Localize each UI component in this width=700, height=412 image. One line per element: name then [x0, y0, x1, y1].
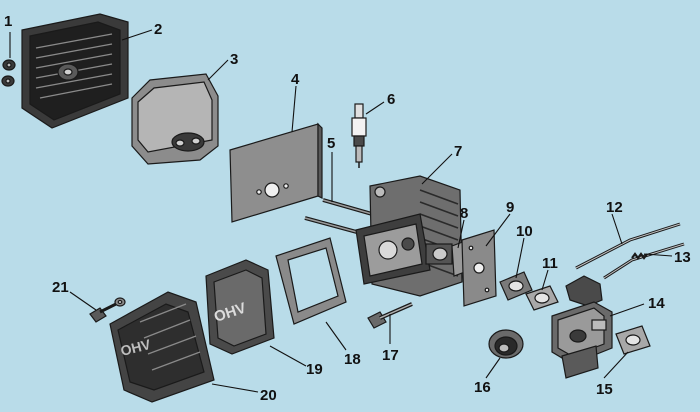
leader-6 — [365, 101, 385, 115]
part-15-gasket — [615, 325, 651, 355]
callout-5: 5 — [327, 135, 335, 152]
callout-1: 1 — [4, 13, 12, 30]
part-19-valve-cover: OHV — [205, 259, 275, 355]
callout-19: 19 — [306, 361, 323, 378]
part-7-cylinder-head — [355, 175, 463, 297]
callout-6: 6 — [387, 91, 395, 108]
part-16-elbow — [488, 329, 524, 359]
callout-3: 3 — [230, 51, 238, 68]
leader-16 — [485, 357, 501, 379]
leader-4 — [291, 85, 297, 133]
callout-2: 2 — [154, 21, 162, 38]
part-6-spark-plug — [351, 103, 367, 168]
part-3-air-filter-housing — [131, 73, 219, 165]
part-21-bolt-and-washer — [89, 297, 126, 323]
part-18-head-gasket — [275, 237, 347, 325]
callout-15: 15 — [596, 381, 613, 398]
callout-13: 13 — [674, 249, 691, 266]
leader-11 — [541, 269, 549, 291]
part-17-bolt — [367, 302, 413, 329]
callout-14: 14 — [648, 295, 665, 312]
part-2-air-cleaner-cover — [21, 13, 129, 129]
leader-9 — [485, 213, 511, 247]
part-11-gasket — [525, 285, 559, 311]
callout-18: 18 — [344, 351, 361, 368]
part-9-gasket — [461, 229, 497, 307]
leader-8 — [457, 219, 465, 249]
part-12-control-rods — [575, 222, 685, 280]
part-20-valve-cover-plate: OHV — [109, 291, 215, 403]
leader-12 — [611, 213, 623, 245]
leader-2 — [121, 29, 153, 41]
part-5-stud-bolts — [304, 198, 373, 236]
callout-8: 8 — [460, 205, 468, 222]
callout-10: 10 — [516, 223, 533, 240]
part-13-spring — [631, 252, 648, 260]
leader-15 — [603, 351, 629, 379]
leader-7 — [421, 153, 453, 185]
part-1-nuts — [1, 59, 16, 87]
callout-21: 21 — [52, 279, 69, 296]
callout-11: 11 — [542, 255, 558, 272]
part-4-air-filter-element — [229, 122, 323, 223]
leader-21 — [69, 291, 97, 311]
callout-20: 20 — [260, 387, 277, 404]
callout-7: 7 — [454, 143, 462, 160]
leader-18 — [325, 321, 347, 351]
leader-13 — [643, 253, 673, 257]
callout-9: 9 — [506, 199, 514, 216]
callout-17: 17 — [382, 347, 399, 364]
callout-12: 12 — [606, 199, 623, 216]
cover-plate-logo: OHV — [119, 336, 153, 359]
callout-labels: 1 2 3 4 5 6 7 8 9 10 11 12 13 14 15 16 1… — [4, 13, 691, 404]
callout-4: 4 — [291, 71, 300, 88]
leader-3 — [207, 59, 229, 81]
part-14-carburetor — [551, 275, 613, 379]
callout-16: 16 — [474, 379, 491, 396]
leader-19 — [269, 345, 307, 367]
leader-20 — [211, 383, 259, 393]
part-10-spacer — [499, 271, 533, 301]
leader-lines — [9, 29, 673, 393]
leader-10 — [515, 237, 525, 279]
leader-14 — [609, 303, 645, 317]
